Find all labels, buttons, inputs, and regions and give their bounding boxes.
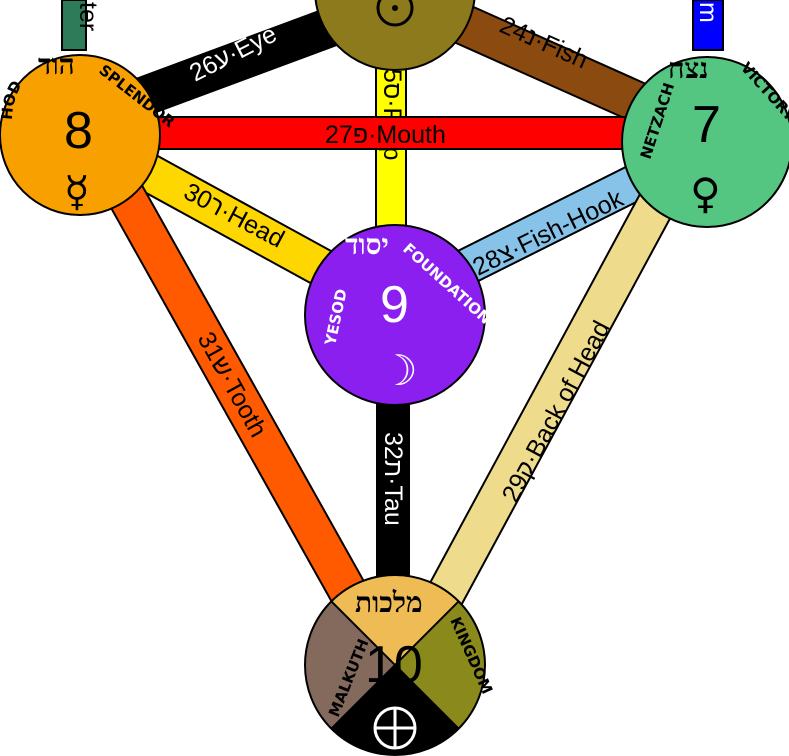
yesod-hebrew: יסוד bbox=[345, 228, 389, 261]
mercury-icon: ☿ bbox=[64, 167, 90, 216]
path-29-label: 29ק·Back of Head bbox=[497, 316, 616, 507]
path-edge-left-label: ter bbox=[74, 2, 102, 31]
malkuth-hebrew: מלכות bbox=[355, 586, 423, 619]
path-31: 31ש·Tooth bbox=[102, 175, 393, 650]
path-26-label: 26ע·Eye bbox=[185, 20, 281, 88]
earth-icon bbox=[373, 706, 417, 750]
path-edge-right bbox=[692, 0, 724, 51]
path-32: 32ת·Tau bbox=[376, 380, 410, 610]
sun-icon bbox=[376, 0, 414, 27]
venus-icon: ♀ bbox=[690, 169, 721, 218]
yesod-number: 9 bbox=[380, 276, 409, 334]
path-32-label: 32ת·Tau bbox=[379, 432, 407, 526]
path-27-label: 27פ·Mouth bbox=[325, 121, 446, 149]
path-edge-left bbox=[61, 0, 87, 51]
moon-icon: ☽ bbox=[380, 346, 418, 395]
hod-number: 8 bbox=[64, 102, 93, 160]
sphere-netzach: NETZACH נצח VICTORY 7 ♀ bbox=[621, 52, 789, 228]
sphere-tiphareth bbox=[314, 0, 476, 71]
netzach-hebrew: נצח bbox=[668, 52, 708, 85]
malkuth-number: 10 bbox=[365, 636, 423, 694]
sphere-malkuth: מלכות MALKUTH KINGDOM 10 bbox=[304, 574, 496, 756]
netzach-number: 7 bbox=[692, 96, 721, 154]
path-27: 27פ·Mouth bbox=[119, 116, 661, 150]
path-edge-right-label: m bbox=[694, 2, 722, 23]
hod-hebrew: הוד bbox=[38, 48, 75, 81]
